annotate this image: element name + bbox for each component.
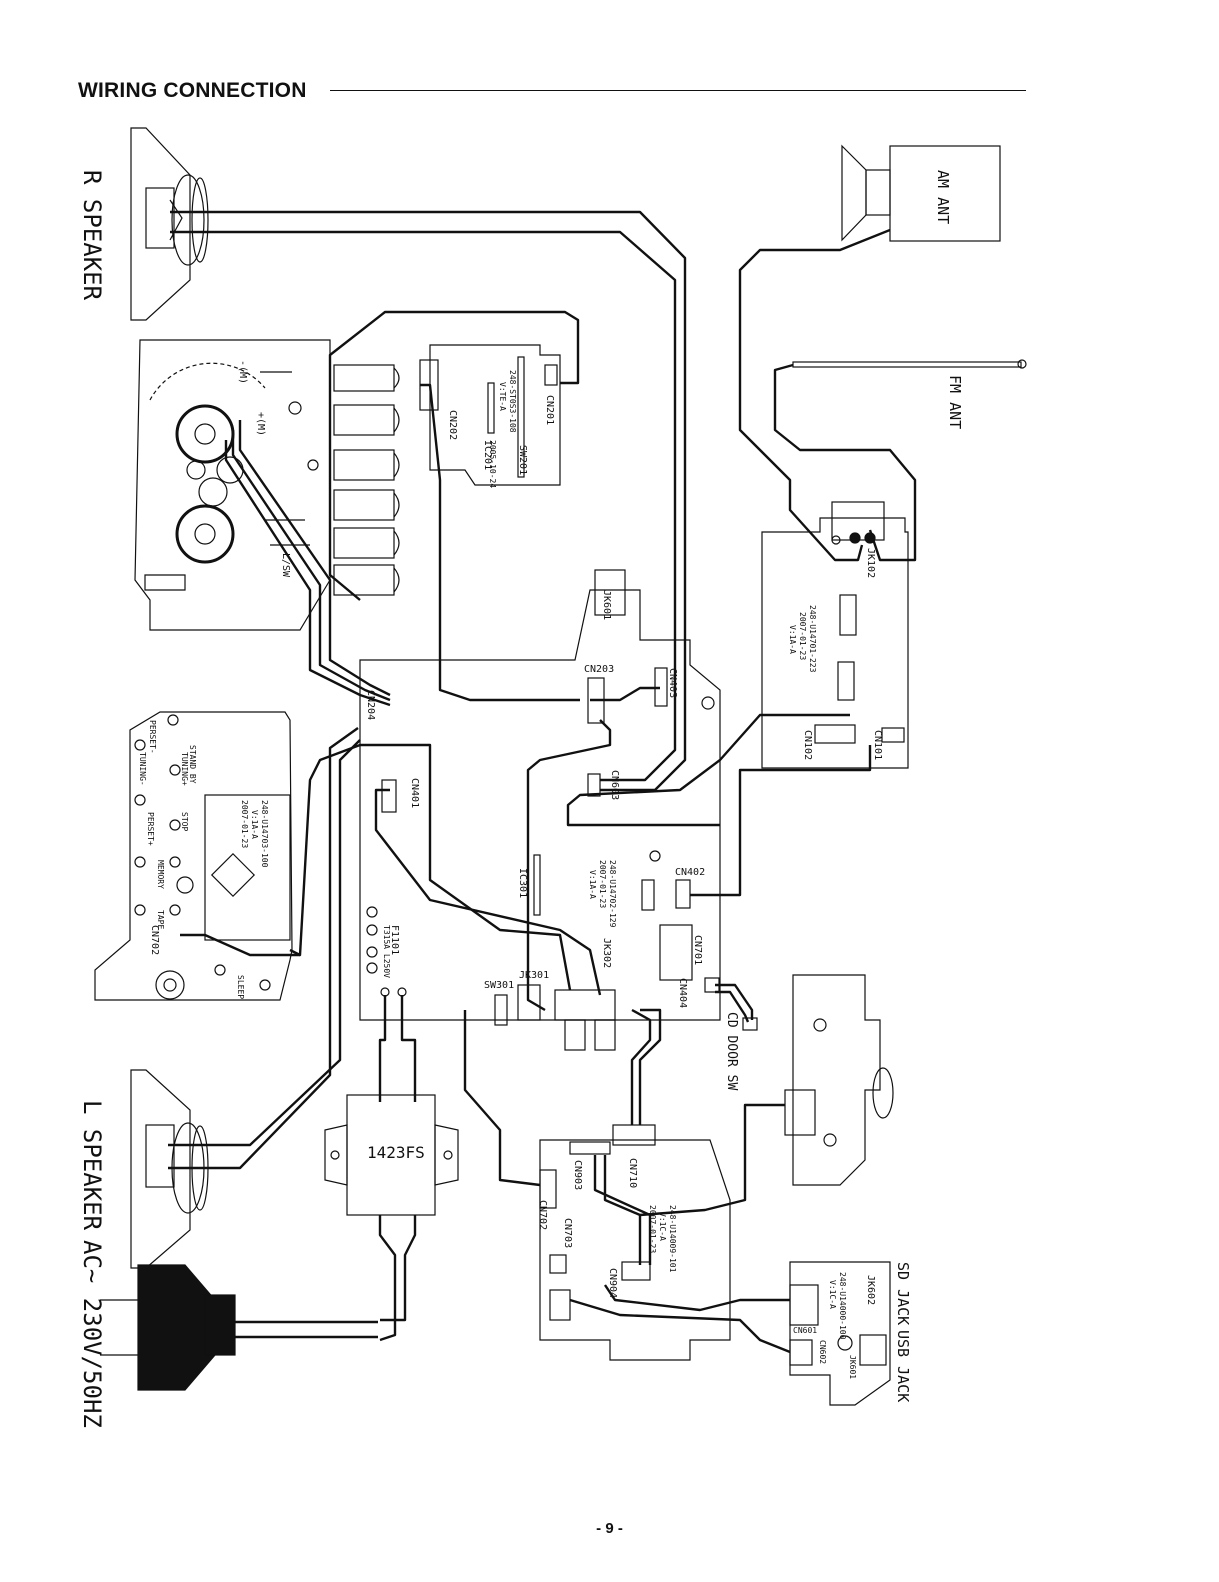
cn102-label: CN102	[802, 730, 813, 760]
cn703-label: CN703	[562, 1218, 573, 1248]
r-speaker: R SPEAKER	[78, 127, 209, 321]
main-board-date: 2007-01-23	[598, 860, 607, 908]
key-preset-plus: PERSET+	[146, 812, 155, 846]
jk102-label: JK102	[865, 548, 876, 578]
page-title: WIRING CONNECTION	[78, 79, 307, 102]
sd-jack-label: SD JACK	[894, 1262, 912, 1325]
usb-jack-label: USB JACK	[894, 1330, 912, 1402]
cn404-label: CN404	[677, 978, 688, 1008]
cd-mechanism: CD DOOR SW	[724, 974, 894, 1186]
cn402-label: CN402	[675, 867, 705, 878]
jk601b-label: JK601	[848, 1355, 857, 1379]
tape-plus-m-label: +(M)	[255, 412, 266, 436]
am-antenna: AM ANT	[841, 144, 1001, 242]
cn904-label: CN904	[607, 1268, 618, 1298]
fm-ant-label: FM ANT	[946, 375, 964, 429]
cn101-label: CN101	[872, 730, 883, 760]
cn603-label: CN603	[609, 770, 620, 800]
usb-board-code: 248-U14000-100	[838, 1272, 847, 1340]
jk302-label: JK302	[601, 938, 612, 968]
cn201-label: CN201	[544, 395, 555, 425]
front-board-ver: V:1A-A	[250, 810, 259, 839]
key-tuning-minus: TUNING-	[138, 752, 147, 786]
cd-board-date: 2007-01-23	[648, 1205, 657, 1253]
tape-mechanism: -(M) +(M) L/SW	[134, 339, 331, 631]
cd-board-ver: V:1C-A	[658, 1212, 667, 1241]
tuner-board-ver: V:1A-A	[788, 625, 797, 654]
fm-antenna: FM ANT	[792, 359, 1027, 429]
page-header: WIRING CONNECTION	[78, 76, 1026, 108]
header-rule	[330, 90, 1026, 91]
jk601-label: JK601	[601, 590, 612, 620]
ac-plug: AC~ 230V/50HZ	[78, 1240, 236, 1428]
sw201-label: SW201	[517, 445, 528, 475]
front-board-code: 248-U14703-100	[260, 800, 269, 868]
main-board-ver: V:1A-A	[588, 870, 597, 899]
key-stop: STOP	[180, 812, 189, 831]
main-board: JK601 CN203 CN403 CN204 CN603 CN401 CN40…	[359, 569, 721, 1051]
fuse-rating: T315A L250V	[382, 925, 391, 978]
tape-control-board: CN201 CN202 SW201 IC201 248-ST0S3-108 V:…	[419, 344, 561, 488]
tuner-board-code: 248-U14701-223	[808, 605, 817, 673]
cn702-front-label: CN702	[149, 925, 160, 955]
ac-input-label: AC~ 230V/50HZ	[78, 1240, 106, 1428]
cn203-label: CN203	[584, 664, 614, 675]
key-sleep: SLEEP	[236, 975, 245, 999]
transformer: 1423FS	[324, 1094, 459, 1216]
tape-board-ver: V:TE-A	[498, 382, 507, 411]
cn903-label: CN903	[572, 1160, 583, 1190]
cn601-label: CN601	[793, 1326, 817, 1335]
am-ant-label: AM ANT	[934, 170, 952, 224]
key-tape: TAPE	[156, 910, 165, 929]
key-tuning-plus: TUNING+	[180, 752, 189, 786]
cn204-label: CN204	[365, 690, 376, 720]
front-panel-board: STAND BY PERSET- TUNING- TUNING+ PERSET+…	[94, 711, 293, 1001]
key-preset-minus: PERSET-	[148, 720, 157, 754]
jk301-label: JK301	[519, 970, 549, 981]
cd-door-sw-label: CD DOOR SW	[724, 1012, 739, 1090]
cd-servo-board: CN903 CN710 CN702 CN703 CN904 248-U14009…	[537, 1124, 731, 1361]
l-speaker: L SPEAKER	[78, 1069, 209, 1269]
wire-harness	[168, 210, 917, 1354]
tuner-board-date: 2007-01-23	[798, 612, 807, 660]
usb-sd-board: JK602 CN601 JK601 CN602 248-U14000-100 V…	[789, 1261, 912, 1406]
tuner-board: JK102 CN102 CN101 248-U14701-223 2007-01…	[761, 501, 909, 769]
front-board-date: 2007-01-23	[240, 800, 249, 848]
f1101-label: F1101	[389, 925, 400, 955]
cn403-label: CN403	[667, 668, 678, 698]
r-speaker-label: R SPEAKER	[78, 170, 106, 301]
transformer-label: 1423FS	[367, 1143, 425, 1162]
ic201-label: IC201	[482, 440, 493, 470]
cn202-label: CN202	[447, 410, 458, 440]
key-stand-by: STAND BY	[188, 745, 197, 784]
page-number: - 9 -	[596, 1520, 623, 1537]
ic301-label: IC301	[517, 868, 528, 898]
tape-board-code: 248-ST0S3-108	[508, 370, 517, 433]
l-speaker-label: L SPEAKER	[78, 1100, 106, 1231]
tape-lsw-label: L/SW	[280, 553, 291, 578]
cn701-label: CN701	[692, 935, 703, 965]
tape-minus-m-label: -(M)	[237, 360, 248, 384]
jk602-label: JK602	[865, 1275, 876, 1305]
key-memory: MEMORY	[156, 860, 165, 889]
cn710-label: CN710	[627, 1158, 638, 1188]
cn702-cd-label: CN702	[537, 1200, 548, 1230]
cn401-label: CN401	[409, 778, 420, 808]
switch-bank	[333, 364, 400, 596]
tape-board-date: 2005-10-24	[488, 440, 497, 488]
main-board-code: 248-U14702-129	[608, 860, 617, 928]
cd-board-code: 248-U14009-101	[668, 1205, 677, 1273]
sw301-label: SW301	[484, 980, 514, 991]
cn602-label: CN602	[818, 1340, 827, 1364]
usb-board-ver: V:1C-A	[828, 1280, 837, 1309]
